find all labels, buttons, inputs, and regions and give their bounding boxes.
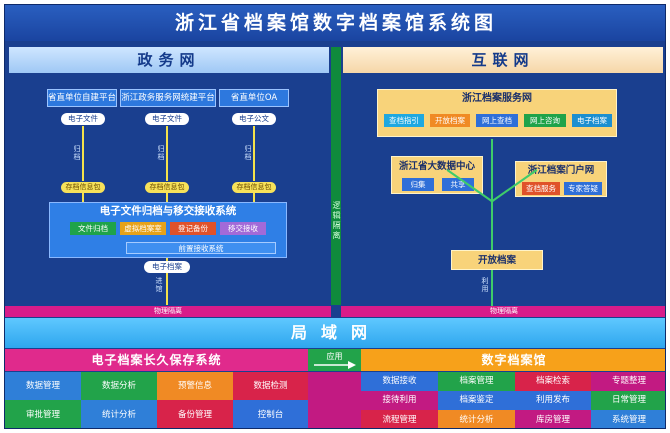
longterm-title: 电子档案长久保存系统 <box>5 349 308 371</box>
lt-cell-alert: 预警信息 <box>157 372 233 400</box>
da-cell-daily: 日常管理 <box>591 391 665 410</box>
apply-arrow-icon <box>314 361 356 369</box>
module-register-backup: 登记备份 <box>170 222 216 235</box>
store-line-3 <box>253 193 255 202</box>
use-label: 利用 <box>481 277 489 293</box>
da-cell-appraisal: 档案鉴定 <box>438 391 515 410</box>
service-item-consult: 网上咨询 <box>524 114 566 127</box>
bigdata-title: 浙江省大数据中心 <box>398 161 475 172</box>
gov-isolation-bar: 物理隔离 <box>5 306 331 317</box>
portal-search-service: 查档服务 <box>522 182 560 195</box>
store-pill-2: 存档信息包 <box>145 182 189 193</box>
portal-expert-qa: 专家答疑 <box>564 182 602 195</box>
lt-cell-detect: 数据检测 <box>233 372 308 400</box>
transfer-system-title: 电子文件归档与移交接收系统 <box>99 205 237 217</box>
apply-arrow: 应用 <box>308 349 361 371</box>
store-pill-1: 存档信息包 <box>61 182 105 193</box>
gov-net-header: 政务网 <box>9 47 329 73</box>
source-box-3: 省直单位OA <box>219 89 289 107</box>
page-title: 浙江省档案馆数字档案馆系统图 <box>5 5 665 41</box>
doc-pill-1: 电子文件 <box>61 113 105 125</box>
source-box-1: 省直单位自建平台 <box>47 89 117 107</box>
apply-label: 应用 <box>326 352 343 361</box>
diagram-frame: 浙江省档案馆数字档案馆系统图 政务网 省直单位自建平台 浙江政务服务网统建平台 … <box>4 4 666 429</box>
source-box-2: 浙江政务服务网统建平台 <box>120 89 216 107</box>
da-cell-receive: 数据接收 <box>361 372 438 391</box>
portal-box: 浙江档案门户网 查档服务 专家答疑 <box>515 161 607 197</box>
archive-line-1 <box>82 126 84 181</box>
doc-pill-2: 电子文件 <box>145 113 189 125</box>
transfer-line <box>166 273 168 305</box>
output-line <box>166 258 168 262</box>
lt-cell-backup: 备份管理 <box>157 400 233 428</box>
open-archive-trunk <box>491 201 493 250</box>
da-cell-manage: 档案管理 <box>438 372 515 391</box>
module-virtual-room: 虚拟档案室 <box>120 222 166 235</box>
lt-filler-2 <box>308 400 361 428</box>
lt-cell-approval: 审批管理 <box>5 400 81 428</box>
service-net-title: 浙江档案服务网 <box>462 93 532 104</box>
store-line-1 <box>82 193 84 202</box>
module-transfer-receive: 移交接收 <box>220 222 266 235</box>
archive-label-1: 归档 <box>73 145 81 161</box>
lt-cell-console: 控制台 <box>233 400 308 428</box>
module-file-archive: 文件归档 <box>70 222 116 235</box>
transfer-label: 进馆 <box>155 277 163 293</box>
da-cell-reception: 接待利用 <box>361 391 438 410</box>
portal-title: 浙江档案门户网 <box>527 165 595 176</box>
store-pill-3: 存档信息包 <box>232 182 276 193</box>
lt-filler-1 <box>308 372 361 400</box>
da-cell-process: 流程管理 <box>361 410 438 428</box>
logical-isolation-divider: 逻辑隔离 <box>331 47 341 305</box>
archive-line-3 <box>253 126 255 181</box>
internet-header: 互联网 <box>343 47 663 73</box>
digital-archive-title: 数字档案馆 <box>361 349 665 371</box>
da-cell-search: 档案检索 <box>515 372 591 391</box>
da-cell-storage: 库房管理 <box>515 410 591 428</box>
open-archive-box: 开放档案 <box>451 250 543 270</box>
doc-pill-3: 电子公文 <box>232 113 276 125</box>
lan-bar: 局域网 <box>5 318 665 348</box>
lt-cell-stats: 统计分析 <box>81 400 157 428</box>
lt-cell-data-analysis: 数据分析 <box>81 372 157 400</box>
store-line-2 <box>166 193 168 202</box>
branch-service-net <box>491 139 493 201</box>
output-pill: 电子档案 <box>144 261 190 273</box>
use-line <box>491 270 493 306</box>
service-net-box: 浙江档案服务网 查档指引 开放档案 网上查档 网上咨询 电子档案 <box>377 89 617 137</box>
archive-label-3: 归档 <box>244 145 252 161</box>
archive-line-2 <box>166 126 168 181</box>
service-item-guide: 查档指引 <box>384 114 424 127</box>
internet-isolation-bar: 物理隔离 <box>341 306 665 317</box>
front-receive-system: 前置接收系统 <box>126 242 276 254</box>
archive-label-2: 归档 <box>157 145 165 161</box>
da-cell-publish: 利用发布 <box>515 391 591 410</box>
service-item-open: 开放档案 <box>430 114 470 127</box>
transfer-system-panel: 电子文件归档与移交接收系统 文件归档 虚拟档案室 登记备份 移交接收 前置接收系… <box>49 202 287 258</box>
da-cell-stats: 统计分析 <box>438 410 515 428</box>
lt-cell-data-mgmt: 数据管理 <box>5 372 81 400</box>
bigdata-collect: 归集 <box>402 178 434 191</box>
da-cell-topic: 专题整理 <box>591 372 665 391</box>
bigdata-box: 浙江省大数据中心 归集 共享 <box>391 156 483 194</box>
da-cell-system: 系统管理 <box>591 410 665 428</box>
service-item-search: 网上查档 <box>476 114 518 127</box>
service-item-earchive: 电子档案 <box>572 114 612 127</box>
